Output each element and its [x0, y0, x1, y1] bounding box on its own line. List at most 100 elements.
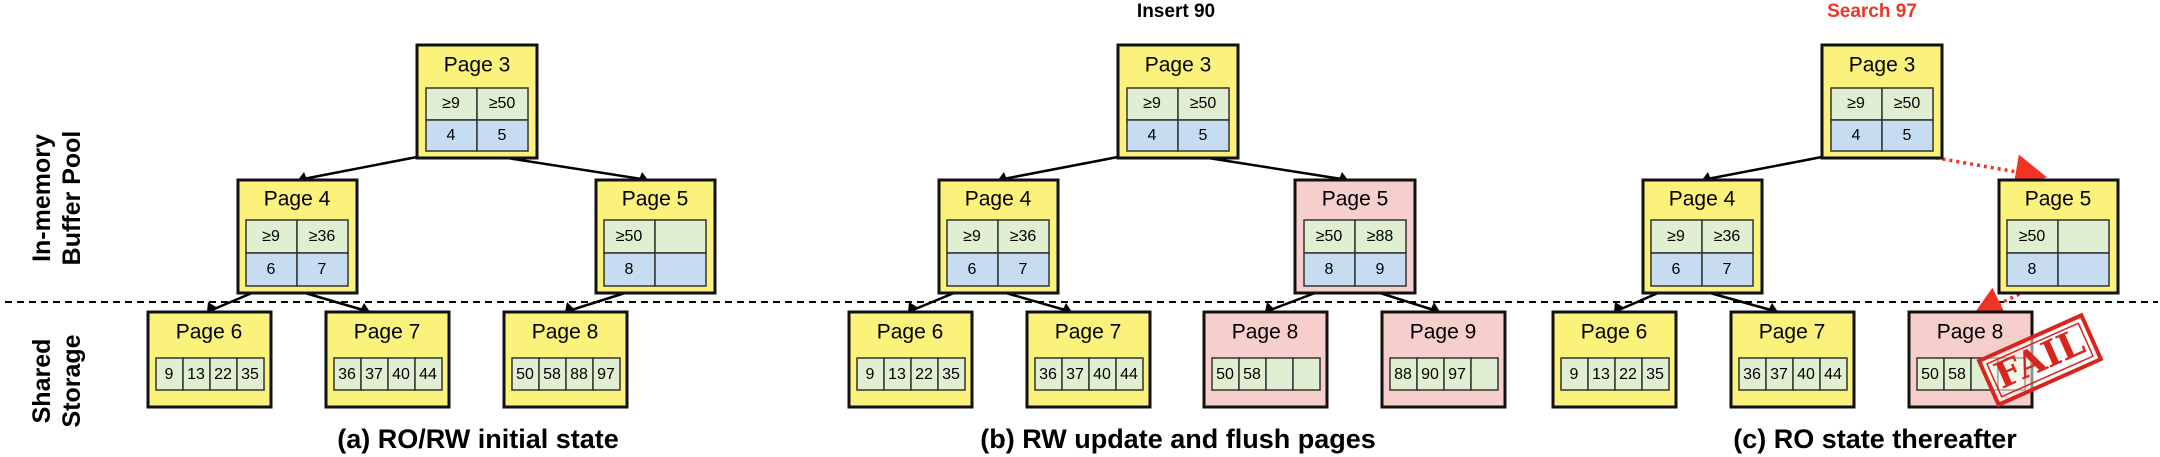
- leaf-value: 36: [1039, 366, 1057, 383]
- panel-c: Search 97 Page 3 ≥9 ≥50 4 5 Page 4: [1551, 1, 2120, 454]
- leaf-value: 40: [1093, 366, 1111, 383]
- panel-caption: (b) RW update and flush pages: [980, 424, 1376, 454]
- ptr-label: 4: [1852, 127, 1861, 144]
- buffer-pool-label-line2: Buffer Pool: [58, 131, 86, 266]
- key-label: ≥50: [1316, 228, 1343, 245]
- ptr-cell: [1650, 252, 1703, 287]
- page-node-root: Page 3 ≥9 ≥50 4 5: [1116, 43, 1240, 160]
- key-cell: [476, 87, 529, 121]
- leaf-cell: [182, 357, 211, 391]
- leaf-page: Page 7 36 37 40 44: [1729, 310, 1856, 409]
- leaf-cell: [910, 357, 939, 391]
- ptr-cell: [296, 252, 349, 287]
- ptr-label: 9: [1376, 261, 1385, 278]
- ptr-label: 7: [1723, 261, 1732, 278]
- ptr-cell: [1701, 252, 1754, 287]
- edge-root-left: [997, 155, 1119, 182]
- ptr-cell: [425, 119, 478, 152]
- leaf-cell: [1034, 357, 1063, 391]
- leaf-value: 22: [915, 366, 933, 383]
- page-title: Page 7: [1759, 321, 1826, 344]
- key-cell: [1701, 219, 1754, 254]
- edge-left-leaf1: [907, 291, 955, 314]
- leaf-cell: [1641, 357, 1670, 391]
- page-node-left: Page 4 ≥9 ≥36 6 7: [236, 178, 359, 295]
- arrowhead: [1430, 302, 1440, 312]
- edge-left-leaf1: [206, 291, 253, 314]
- page-title: Page 8: [1937, 321, 2004, 344]
- ptr-cell: [1177, 119, 1230, 152]
- ptr-label: 4: [1148, 127, 1157, 144]
- leaf-cell: [1587, 357, 1616, 391]
- buffer-pool-label-line1: In-memory: [28, 134, 56, 262]
- leaf-value: 88: [1394, 366, 1412, 383]
- page-node-right: Page 5 ≥50 ≥88 8 9: [1293, 178, 1417, 295]
- page-node-root: Page 3 ≥9 ≥50 4 5: [1820, 43, 1944, 160]
- leaf-cell: [1943, 357, 1972, 391]
- leaf-value: 44: [419, 366, 437, 383]
- leaf-page: Page 6 9 13 22 35: [146, 310, 273, 409]
- key-label: ≥9: [1143, 95, 1161, 112]
- leaf-value: 13: [888, 366, 906, 383]
- page-node-right: Page 5 ≥50 8: [1997, 178, 2120, 295]
- page-title: Page 6: [1581, 321, 1648, 344]
- ptr-cell: [2057, 252, 2110, 287]
- leaf-value: 44: [1824, 366, 1842, 383]
- leaf-value: 9: [866, 366, 875, 383]
- leaf-value: 50: [516, 366, 534, 383]
- leaf-cell: [414, 357, 443, 391]
- key-label: ≥9: [1847, 95, 1865, 112]
- ptr-label: 5: [1199, 127, 1208, 144]
- ptr-cell: [1126, 119, 1179, 152]
- key-label: ≥36: [1010, 228, 1037, 245]
- edge-left-leaf2: [1005, 291, 1073, 314]
- key-cell: [2006, 219, 2059, 254]
- ptr-label: 7: [1019, 261, 1028, 278]
- leaf-value: 37: [365, 366, 383, 383]
- leaf-page: Page 9 88 90 97: [1380, 310, 1507, 409]
- leaf-cell: [1819, 357, 1848, 391]
- key-cell: [654, 219, 707, 254]
- page-title: Page 4: [965, 188, 1032, 211]
- leaf-cell: [1211, 357, 1240, 391]
- stamp-inner-border: [1986, 322, 2094, 398]
- key-cell: [946, 219, 999, 254]
- ptr-label: 7: [318, 261, 327, 278]
- leaf-value: 22: [214, 366, 232, 383]
- key-label: ≥9: [1667, 228, 1685, 245]
- leaf-value: 13: [187, 366, 205, 383]
- arrowhead: [908, 302, 917, 312]
- page-title: Page 7: [354, 321, 421, 344]
- leaf-cell: [209, 357, 238, 391]
- leaf-cell: [360, 357, 389, 391]
- arrowhead: [1614, 302, 1623, 312]
- panel-b: Insert 90 Page 3 ≥9 ≥50 4 5 Page 4: [847, 1, 1507, 454]
- key-label: ≥50: [1894, 95, 1921, 112]
- leaf-value: 97: [1448, 366, 1466, 383]
- key-cell: [997, 219, 1050, 254]
- leaf-cell: [1470, 357, 1499, 391]
- leaf-value: 40: [1797, 366, 1815, 383]
- edge-root-left: [297, 155, 418, 182]
- edge-left-leaf2: [304, 291, 371, 314]
- leaf-value: 36: [338, 366, 356, 383]
- key-label: ≥9: [262, 228, 280, 245]
- key-label: ≥50: [2019, 228, 2046, 245]
- ptr-label: 8: [1325, 261, 1334, 278]
- edge-root-left: [1701, 155, 1823, 182]
- leaf-cell: [1088, 357, 1117, 391]
- ptr-cell: [476, 119, 529, 152]
- ptr-cell: [1354, 252, 1407, 287]
- panel-caption: (a) RO/RW initial state: [337, 424, 619, 454]
- leaf-value: 58: [1948, 366, 1966, 383]
- ptr-label: 6: [1672, 261, 1681, 278]
- leaf-value: 58: [543, 366, 561, 383]
- leaf-cell: [937, 357, 966, 391]
- storage-label-line2: Storage: [58, 334, 86, 427]
- page-title: Page 4: [1669, 188, 1736, 211]
- leaf-page: Page 8 50 58: [1202, 310, 1329, 409]
- page-title: Page 4: [264, 188, 331, 211]
- page-title: Page 3: [1849, 54, 1916, 77]
- key-label: ≥36: [1714, 228, 1741, 245]
- shared-storage-label: Shared Storage: [28, 334, 86, 427]
